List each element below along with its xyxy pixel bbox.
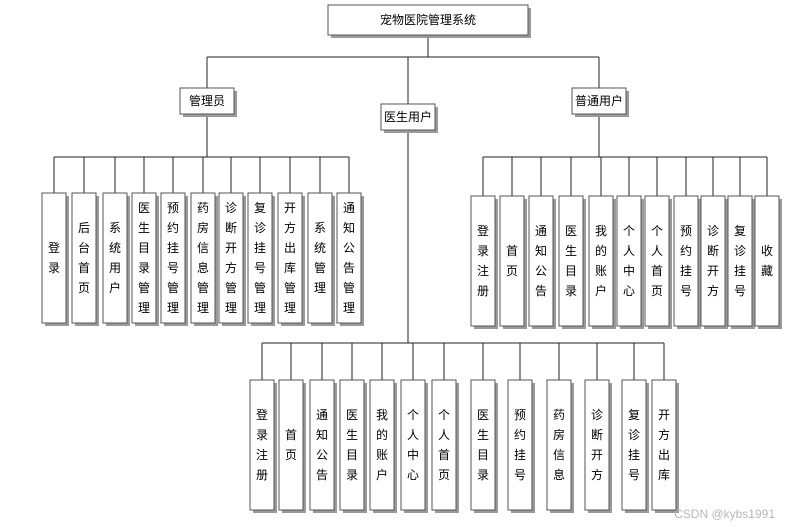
user-leaf-9: 复诊挂号 bbox=[727, 195, 755, 329]
doctor-leaf-9-label: 药房信息 bbox=[553, 408, 565, 482]
user-leaf-3: 医生目录 bbox=[558, 195, 586, 329]
admin-leaf-1: 后台首页 bbox=[71, 192, 99, 326]
doctor-leaf-11-label: 复诊挂号 bbox=[628, 408, 640, 482]
admin-leaf-1-label: 后台首页 bbox=[78, 221, 90, 295]
doctor-leaf-7-label: 医生目录 bbox=[477, 408, 489, 482]
connector-lines bbox=[53, 35, 768, 380]
root-node-label: 宠物医院管理系统 bbox=[380, 12, 476, 27]
doctor-leaf-4-label: 我的账户 bbox=[376, 408, 388, 482]
user-leaf-8: 诊断开方 bbox=[700, 195, 728, 329]
doctor-leaf-11: 复诊挂号 bbox=[621, 379, 649, 513]
doctor-leaf-6-label: 个人首页 bbox=[438, 408, 450, 482]
doctor-leaf-0-label: 登录注册 bbox=[256, 407, 268, 482]
admin-leaf-4: 预约挂号管理 bbox=[160, 192, 188, 326]
doctor-leaf-1-label: 首页 bbox=[285, 428, 297, 462]
admin-leaf-7-label: 复诊挂号管理 bbox=[254, 201, 266, 315]
user-leaf-2: 通知公告 bbox=[528, 195, 556, 329]
user-leaf-4: 我的账户 bbox=[588, 195, 616, 329]
doctor-leaf-1: 首页 bbox=[278, 379, 306, 513]
admin-leaf-9-label: 系统管理 bbox=[314, 221, 326, 295]
admin-leaf-5: 药房信息管理 bbox=[190, 192, 218, 326]
doctor-leaf-10-label: 诊断开方 bbox=[591, 408, 603, 482]
user-leaf-0-label: 登录注册 bbox=[477, 223, 489, 298]
user-leaf-7: 预约挂号 bbox=[673, 195, 701, 329]
admin-leaf-2: 系统用户 bbox=[102, 192, 130, 326]
doctor-leaf-6: 个人首页 bbox=[431, 379, 459, 513]
admin-leaf-4-label: 预约挂号管理 bbox=[167, 201, 179, 315]
doctor-leaf-7: 医生目录 bbox=[470, 379, 498, 513]
doctor-leaf-2-label: 通知公告 bbox=[316, 408, 328, 482]
role-node-admin: 管理员 bbox=[179, 87, 237, 117]
admin-leaf-0: 登录 bbox=[41, 192, 69, 326]
doctor-leaf-5: 个人中心 bbox=[400, 379, 428, 513]
doctor-leaf-2: 通知公告 bbox=[309, 379, 337, 513]
doctor-leaf-8: 预约挂号 bbox=[507, 379, 535, 513]
user-leaf-4-label: 我的账户 bbox=[595, 224, 607, 298]
doctor-leaf-3-label: 医生目录 bbox=[346, 408, 358, 482]
role-node-doctor-label: 医生用户 bbox=[384, 109, 432, 124]
role-node-doctor: 医生用户 bbox=[380, 103, 438, 133]
user-leaf-10-label: 收藏 bbox=[761, 244, 773, 278]
user-leaf-8-label: 诊断开方 bbox=[707, 224, 719, 298]
role-node-user-label: 普通用户 bbox=[575, 93, 623, 108]
user-leaf-1-label: 首页 bbox=[506, 244, 518, 278]
doctor-leaf-5-label: 个人中心 bbox=[407, 408, 419, 482]
admin-leaf-10-label: 通知公告管理 bbox=[343, 201, 355, 315]
doctor-leaf-10: 诊断开方 bbox=[584, 379, 612, 513]
doctor-leaf-0: 登录注册 bbox=[249, 379, 277, 513]
admin-leaf-3-label: 医生目录管理 bbox=[138, 201, 150, 315]
admin-leaf-7: 复诊挂号管理 bbox=[247, 192, 275, 326]
admin-leaf-8-label: 开方出库管理 bbox=[284, 201, 296, 315]
user-leaf-6-label: 个人首页 bbox=[651, 224, 663, 298]
user-leaf-10: 收藏 bbox=[754, 195, 782, 329]
admin-leaf-5-label: 药房信息管理 bbox=[197, 201, 209, 315]
doctor-leaf-12-label: 开方出库 bbox=[658, 408, 670, 482]
diagram-nodes: 宠物医院管理系统管理员登录后台首页系统用户医生目录管理预约挂号管理药房信息管理诊… bbox=[41, 4, 782, 513]
user-leaf-7-label: 预约挂号 bbox=[680, 224, 692, 298]
user-leaf-5: 个人中心 bbox=[616, 195, 644, 329]
root-node: 宠物医院管理系统 bbox=[327, 4, 531, 38]
doctor-leaf-12: 开方出库 bbox=[651, 379, 679, 513]
admin-leaf-6: 诊断开方管理 bbox=[218, 192, 246, 326]
user-leaf-3-label: 医生目录 bbox=[565, 224, 577, 298]
user-leaf-9-label: 复诊挂号 bbox=[734, 224, 746, 298]
admin-leaf-3: 医生目录管理 bbox=[131, 192, 159, 326]
admin-leaf-6-label: 诊断开方管理 bbox=[225, 201, 237, 315]
watermark: CSDN @kybs1991 bbox=[674, 507, 775, 521]
admin-leaf-2-label: 系统用户 bbox=[109, 221, 121, 295]
doctor-leaf-8-label: 预约挂号 bbox=[514, 408, 526, 482]
role-node-admin-label: 管理员 bbox=[189, 93, 225, 108]
user-leaf-5-label: 个人中心 bbox=[623, 224, 635, 298]
admin-leaf-0-label: 登录 bbox=[48, 240, 60, 275]
role-node-user: 普通用户 bbox=[571, 87, 629, 117]
user-leaf-2-label: 通知公告 bbox=[535, 224, 547, 298]
user-leaf-1: 首页 bbox=[499, 195, 527, 329]
doctor-leaf-9: 药房信息 bbox=[546, 379, 574, 513]
user-leaf-6: 个人首页 bbox=[644, 195, 672, 329]
user-leaf-0: 登录注册 bbox=[470, 195, 498, 329]
doctor-leaf-3: 医生目录 bbox=[339, 379, 367, 513]
admin-leaf-8: 开方出库管理 bbox=[277, 192, 305, 326]
admin-leaf-10: 通知公告管理 bbox=[336, 192, 364, 326]
admin-leaf-9: 系统管理 bbox=[307, 192, 335, 326]
doctor-leaf-4: 我的账户 bbox=[369, 379, 397, 513]
